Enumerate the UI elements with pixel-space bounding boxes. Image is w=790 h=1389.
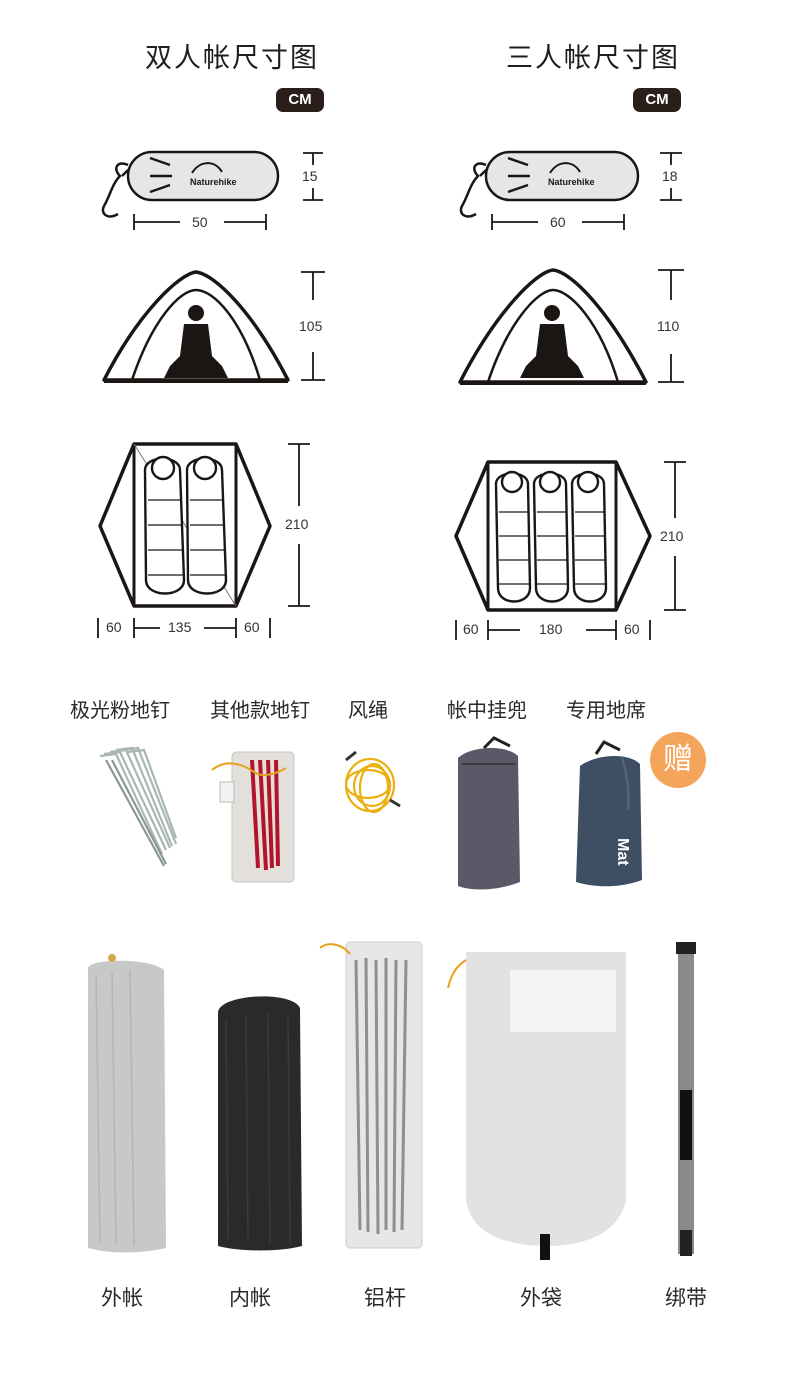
right-tent-height: 110 [657, 318, 680, 334]
right-bag-dim-lines [491, 152, 682, 230]
right-floor-width: 180 [539, 621, 563, 637]
tent-parts-images [88, 941, 696, 1260]
accessory-label-hanging-pocket: 帐中挂兜 [447, 698, 527, 722]
outer-bag-image [447, 952, 626, 1260]
accessory-label-other-stakes: 其他款地钉 [210, 698, 310, 722]
accessory-label-mat: 专用地席 [566, 698, 646, 722]
left-bag-height: 15 [302, 168, 318, 184]
left-tent-height: 105 [299, 318, 323, 334]
part-label-strap: 绑带 [665, 1286, 707, 1310]
hanging-pocket-image [458, 736, 520, 890]
accessory-label-aurora-stakes: 极光粉地钉 [70, 698, 170, 722]
right-tent-front [458, 268, 648, 385]
part-label-rain-fly: 外帐 [101, 1286, 143, 1310]
left-bag-dim-lines [133, 152, 323, 230]
right-vestibule-left: 60 [463, 621, 479, 637]
accessory-label-guy-ropes: 风绳 [348, 698, 388, 722]
other-stakes-image [211, 751, 295, 883]
accessory-images: Mat [99, 736, 642, 890]
right-bag-quilting [499, 511, 606, 585]
left-unit-badge: CM [276, 88, 324, 112]
mat-bag-image [576, 740, 642, 887]
aluminum-poles-image [319, 941, 423, 1249]
right-bag-length: 60 [550, 214, 566, 230]
left-bag-brand: Naturehike [190, 177, 237, 187]
right-vestibule-right: 60 [624, 621, 640, 637]
left-floor-dim-lines [97, 443, 310, 638]
left-bag-quilting [148, 499, 226, 576]
aurora-stakes-image [99, 746, 178, 867]
left-floor-length: 210 [285, 516, 309, 532]
left-sleeping-bags [143, 455, 228, 595]
right-floor-length: 210 [660, 528, 684, 544]
left-floor-width: 135 [168, 619, 192, 635]
left-vestibule-right: 60 [244, 619, 260, 635]
part-label-outer-bag: 外袋 [520, 1286, 562, 1310]
left-meditating-figure [164, 305, 228, 378]
right-bag-brand: Naturehike [548, 177, 595, 187]
gift-badge: 赠 [650, 732, 706, 788]
strap-image [676, 942, 696, 1256]
left-vestibule-left: 60 [106, 619, 122, 635]
right-unit-badge: CM [633, 88, 681, 112]
right-floor-dim-lines [455, 461, 686, 640]
right-tent-height-lines [658, 269, 684, 383]
mat-bag-label: Mat [614, 838, 631, 866]
left-bag-length: 50 [192, 214, 208, 230]
part-label-inner-tent: 内帐 [229, 1286, 271, 1310]
guy-ropes-image [344, 750, 401, 814]
right-packed-bag [459, 150, 640, 218]
dimension-drawings: Naturehike Naturehike [97, 150, 686, 640]
left-packed-bag [101, 150, 280, 218]
left-tent-front [102, 270, 290, 383]
right-bag-height: 18 [662, 168, 678, 184]
part-label-aluminum-poles: 铝杆 [364, 1286, 406, 1310]
right-title: 三人帐尺寸图 [506, 43, 680, 74]
right-sleeping-bags [494, 470, 608, 603]
right-meditating-figure [520, 305, 584, 378]
left-tent-height-lines [301, 271, 325, 381]
rain-fly-image [88, 954, 166, 1253]
right-floor-plan [454, 460, 652, 612]
left-title: 双人帐尺寸图 [145, 43, 319, 74]
inner-tent-image [218, 996, 302, 1251]
